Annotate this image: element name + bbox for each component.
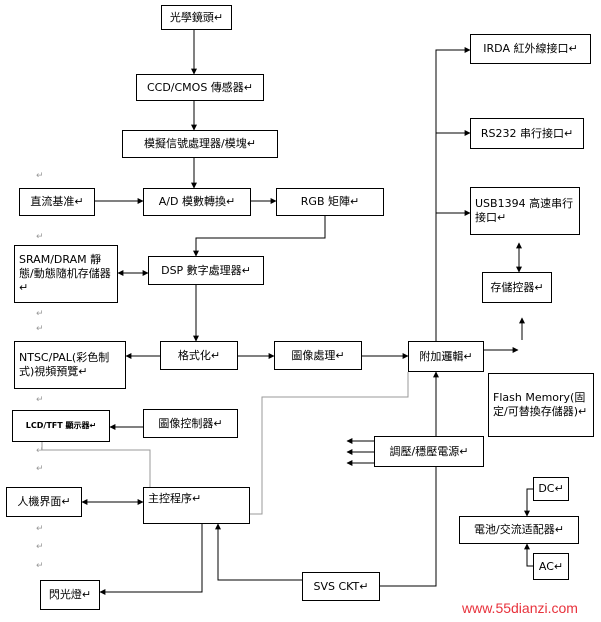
node-format: 格式化↵ [160,341,238,370]
node-rgb: RGB 矩陣↵ [276,188,384,216]
node-ntsc: NTSC/PAL(彩色制式)視頻預覽↵ [14,341,126,389]
arrow-svs-mainprog [215,523,302,581]
return-mark: ↵ [36,309,44,319]
return-mark: ↵ [36,324,44,334]
node-irda: IRDA 紅外線接口↵ [470,34,591,64]
node-imgproc: 圖像處理↵ [274,341,362,370]
bus-addlogic-interfaces [435,47,471,341]
node-usb: USB1394 高速串行接口↵ [470,187,580,235]
node-dsp: DSP 數字處理器↵ [148,256,264,285]
node-rs232: RS232 串行接口↵ [470,118,584,149]
node-analog: 模擬信號處理器/模塊↵ [122,130,278,158]
return-mark: ↵ [36,464,44,474]
node-mainprog: 主控程序↵ [143,487,250,524]
arrow-mainprog-flashlamp [99,524,203,595]
watermark: www.55dianzi.com [462,600,578,616]
node-dcref: 直流基准↵ [19,188,95,216]
return-mark: ↵ [36,232,44,242]
arrow-ac-charger [524,543,533,567]
node-svs: SVS CKT↵ [302,572,380,601]
node-imgctrl: 圖像控制器↵ [143,409,238,438]
node-storage: 存儲控器↵ [482,272,552,303]
node-ac: AC↵ [533,553,569,580]
node-hmi: 人機界面↵ [6,487,82,517]
arrow-rgb-dsp [193,216,326,257]
return-mark: ↵ [36,524,44,534]
node-flash: Flash Memory(固定/可替換存儲器)↵ [488,373,594,437]
node-power: 調壓/穩壓電源↵ [374,436,484,467]
node-sensor: CCD/CMOS 傳感器↵ [136,74,264,101]
line-grey-mainprog-bus [250,372,409,515]
return-mark: ↵ [36,395,44,405]
node-addlogic: 附加邏輯↵ [408,341,484,372]
arrow-dc-charger [524,488,533,517]
node-sram: SRAM/DRAM 靜態/動態隨机存儲器↵ [14,245,118,303]
return-mark: ↵ [36,446,44,456]
return-mark: ↵ [36,561,44,571]
line-grey-lcd-mainprog [41,442,151,490]
node-lcd: LCD/TFT 顯示器↵ [12,410,110,442]
node-dc: DC↵ [533,477,569,501]
node-charger: 電池/交流适配器↵ [459,516,579,544]
node-adc: A/D 模數轉換↵ [143,188,251,216]
arrow-svs-addlogic [380,371,439,587]
node-flashlamp: 閃光燈↵ [40,580,100,610]
return-mark: ↵ [36,542,44,552]
return-mark: ↵ [36,171,44,181]
node-lens: 光學鏡頭↵ [161,5,232,30]
